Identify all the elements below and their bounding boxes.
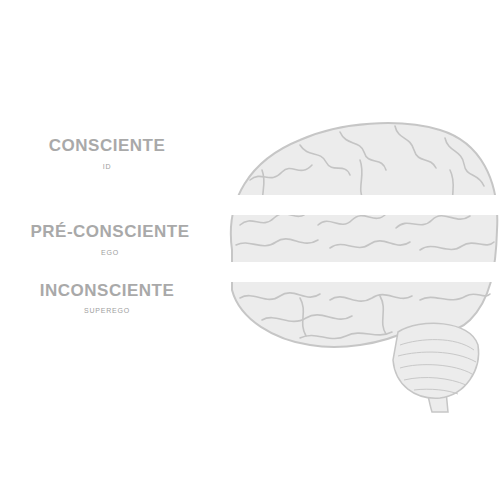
cerebrum [231,123,497,347]
level-title: INCONSCIENTE [40,281,174,301]
level-subtitle: EGO [101,249,119,256]
cerebellum [393,323,479,398]
gyri [236,126,494,339]
level-title: CONSCIENTE [49,136,165,156]
level-title: PRÉ-CONSCIENTE [30,222,189,242]
layer-gap [210,195,500,215]
level-subtitle: SUPEREGO [84,307,130,314]
layer-gap [210,262,500,282]
cerebellum-folds [398,340,476,394]
level-subtitle: ID [103,163,112,170]
